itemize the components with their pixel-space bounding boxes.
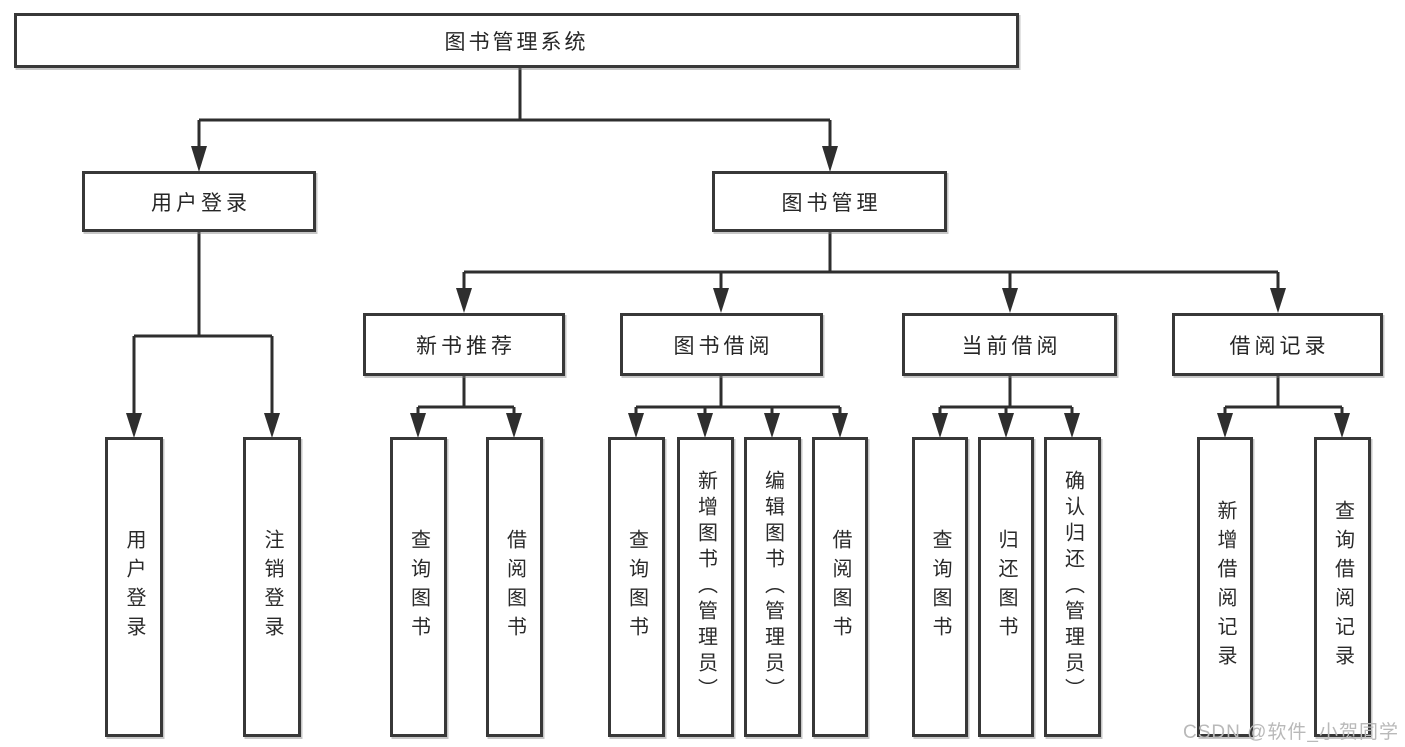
leaf-label: 注销登录 [261, 529, 283, 645]
node-current-borrow: 当前借阅 [902, 313, 1117, 376]
leaf-logout: 注销登录 [243, 437, 301, 737]
leaf-borrow-books-recommend: 借阅图书 [486, 437, 543, 737]
node-library-system: 图书管理系统 [14, 13, 1019, 68]
node-label: 图书借阅 [673, 334, 774, 358]
leaf-label: 查询图书 [625, 529, 648, 645]
node-user-login: 用户登录 [82, 171, 316, 232]
leaf-query-books-borrow: 查询图书 [608, 437, 665, 737]
leaf-label: 新增借阅记录 [1214, 500, 1236, 674]
leaf-label: 查询借阅记录 [1331, 500, 1354, 674]
leaf-label: 借阅图书 [829, 529, 851, 645]
node-borrow-records: 借阅记录 [1172, 313, 1383, 376]
leaf-label: 用户登录 [123, 529, 145, 645]
leaf-label: 确认归还（管理员） [1061, 470, 1084, 704]
leaf-label: 查询图书 [407, 529, 430, 645]
leaf-label: 查询图书 [929, 529, 951, 645]
leaf-query-books-recommend: 查询图书 [390, 437, 447, 737]
leaf-borrow-books: 借阅图书 [812, 437, 868, 737]
node-label: 图书管理系统 [444, 30, 589, 54]
node-new-book-recommend: 新书推荐 [363, 313, 565, 376]
node-book-management: 图书管理 [712, 171, 947, 232]
node-label: 新书推荐 [416, 334, 516, 358]
leaf-query-books-current: 查询图书 [912, 437, 968, 737]
leaf-return-book: 归还图书 [978, 437, 1034, 737]
leaf-label: 归还图书 [995, 529, 1017, 645]
node-label: 当前借阅 [961, 334, 1062, 358]
leaf-edit-book-admin: 编辑图书（管理员） [744, 437, 801, 737]
node-label: 借阅记录 [1229, 334, 1330, 358]
leaf-user-login: 用户登录 [105, 437, 163, 737]
leaf-confirm-return-admin: 确认归还（管理员） [1044, 437, 1101, 737]
leaf-label: 编辑图书（管理员） [761, 470, 784, 704]
arrowheads [126, 146, 1350, 438]
leaf-add-borrow-record: 新增借阅记录 [1197, 437, 1253, 737]
node-book-borrow: 图书借阅 [620, 313, 823, 376]
leaf-label: 新增图书（管理员） [694, 470, 717, 704]
node-label: 用户登录 [151, 191, 251, 215]
leaf-query-borrow-record: 查询借阅记录 [1314, 437, 1371, 737]
node-label: 图书管理 [781, 191, 882, 215]
csdn-watermark: CSDN @软件_小贺同学 [1183, 722, 1399, 743]
leaf-add-book-admin: 新增图书（管理员） [677, 437, 734, 737]
leaf-label: 借阅图书 [503, 529, 526, 645]
